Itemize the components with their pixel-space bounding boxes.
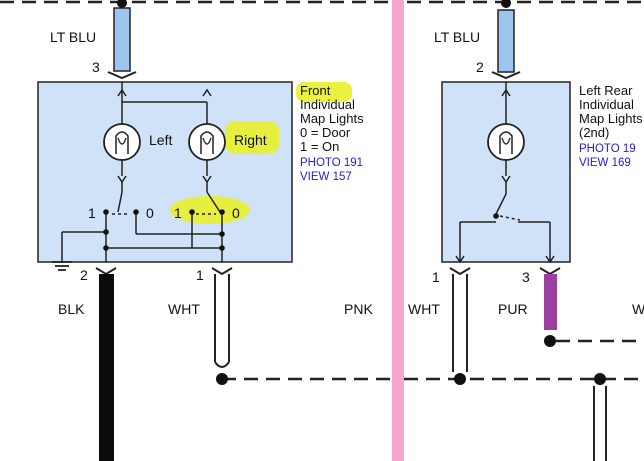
highlight-right (225, 121, 279, 154)
rear-component-title: Left Rear (579, 83, 633, 98)
rear-connector-pur (539, 267, 561, 276)
wht-wire-label-right: WHT (408, 301, 440, 317)
junction-pur (544, 335, 556, 347)
left-pin-right: 1 (196, 267, 204, 283)
left-top-connector (107, 71, 137, 80)
left-top-pin: 3 (92, 59, 100, 75)
top-junction-right (501, 0, 511, 8)
photo-ref-link[interactable]: PHOTO 191 (300, 157, 363, 169)
connector-wht (211, 267, 233, 276)
rear-pin-left: 1 (432, 269, 440, 285)
rear-pin-right: 3 (522, 269, 530, 285)
component-desc-line3: 0 = Door (300, 125, 351, 140)
bulb-right-label: Right (234, 132, 267, 148)
bulb-left-icon (103, 123, 141, 161)
view-ref-link[interactable]: VIEW 157 (300, 171, 352, 183)
right-upward-arrow (501, 88, 511, 97)
pnk-wire-label: PNK (344, 301, 373, 317)
switch-right-pos0: 0 (232, 205, 240, 221)
blk-wire (99, 274, 114, 461)
rear-view-ref-link[interactable]: VIEW 169 (579, 157, 631, 169)
pur-wire (544, 274, 557, 330)
pur-wire-label: PUR (498, 301, 528, 317)
component-desc-line4: 1 = On (300, 139, 339, 154)
highlight-front (296, 82, 352, 102)
pnk-divider-wire (392, 0, 404, 461)
switch-contacts (103, 209, 225, 251)
left-pin-ground: 2 (80, 267, 88, 283)
right-switch-contact (493, 213, 499, 219)
component-desc-line1: Individual (300, 97, 355, 112)
right-top-connector (491, 71, 521, 80)
junction-far-right (594, 373, 606, 385)
bulb-right-icon (188, 123, 226, 161)
junction-wht-right (454, 373, 466, 385)
switch-right-pos1: 1 (174, 205, 182, 221)
connector-blk (95, 267, 117, 276)
switch-left-pos1: 1 (88, 205, 96, 221)
left-internal-wiring (61, 82, 223, 262)
rear-desc-line3: (2nd) (579, 125, 609, 140)
bulb-rear-icon (487, 123, 525, 161)
rear-desc-line1: Individual (579, 97, 634, 112)
wht-wire-label-left: WHT (168, 301, 200, 317)
junction-wht-left (216, 373, 228, 385)
highlight-switch (170, 196, 250, 224)
component-desc-line2: Map Lights (300, 111, 364, 126)
far-right-wire-label: W (632, 301, 644, 317)
right-ltblu-label: LT BLU (434, 29, 480, 45)
left-ltblu-label: LT BLU (50, 29, 96, 45)
right-arrow-right (545, 255, 555, 264)
component-title-front: Front (300, 83, 331, 98)
blk-wire-label: BLK (58, 301, 85, 317)
top-junction-left (117, 0, 127, 8)
upward-arrow-right (202, 88, 212, 97)
rear-desc-line2: Map Lights (579, 111, 643, 126)
far-right-down-wire (593, 386, 607, 461)
right-ltblu-wire (497, 9, 515, 73)
ground-icon (52, 261, 72, 271)
front-map-lights-box (37, 81, 293, 263)
rear-photo-ref-link[interactable]: PHOTO 19 (579, 143, 636, 155)
switch-left-pos0: 0 (146, 205, 154, 221)
bulb-left-label: Left (149, 132, 172, 148)
rear-connector-wht (449, 267, 471, 276)
right-arrow-left (455, 255, 465, 264)
upward-arrow-left (117, 88, 127, 97)
right-top-pin: 2 (476, 59, 484, 75)
wht-wire-left (214, 274, 230, 368)
left-ltblu-wire (113, 7, 131, 72)
wht-wire-right (452, 274, 468, 372)
